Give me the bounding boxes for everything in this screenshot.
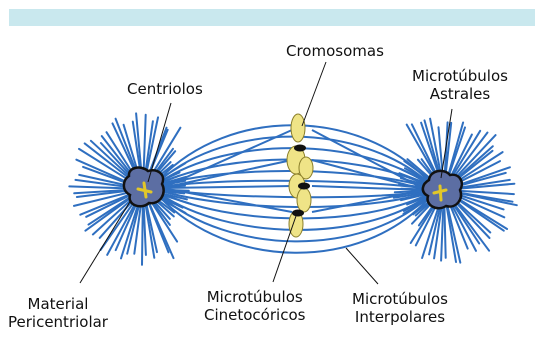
label-centrioles: Centriolos	[127, 80, 203, 98]
leader-chromosomes	[302, 62, 326, 126]
kinetochore	[294, 145, 306, 152]
astral-microtubule	[444, 206, 445, 258]
astral-microtubule	[144, 115, 146, 173]
right-centrosome	[423, 171, 462, 208]
label-pericentriolar-material: Material Pericentriolar	[8, 295, 108, 331]
astral-microtubule	[144, 205, 146, 255]
left-centrosome	[124, 168, 164, 207]
chromosome	[297, 188, 311, 212]
leader-kinetochore	[273, 216, 296, 282]
kinetochore	[292, 210, 304, 217]
kinetochore	[298, 183, 310, 190]
leader-interpolar	[346, 248, 378, 284]
label-chromosomes: Cromosomas	[286, 42, 384, 60]
astral-microtubule	[142, 205, 143, 265]
chromosome	[291, 114, 305, 142]
label-astral-microtubules: Microtúbulos Astrales	[412, 67, 508, 103]
label-interpolar-microtubules: Microtúbulos Interpolares	[352, 290, 448, 326]
label-kinetochore-microtubules: Microtúbulos Cinetocóricos	[204, 288, 305, 324]
